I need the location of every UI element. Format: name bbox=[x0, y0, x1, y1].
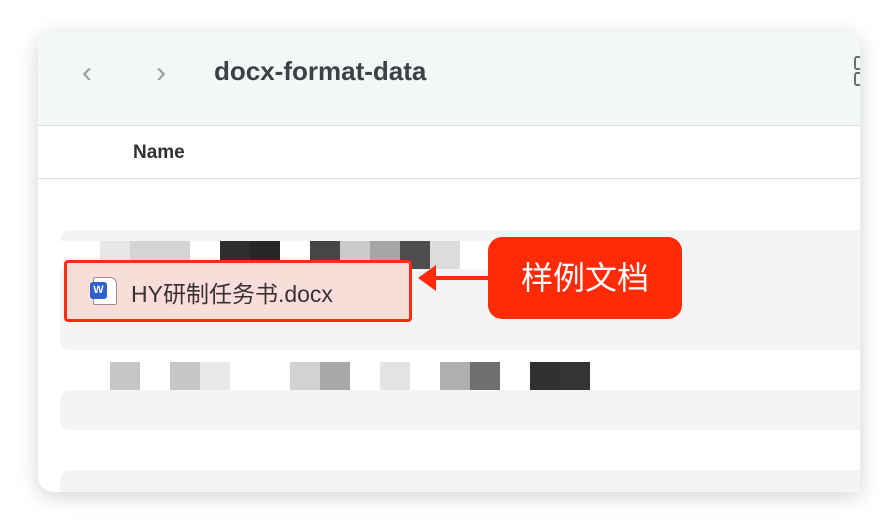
toolbar: ‹ › docx-format-data bbox=[38, 32, 860, 126]
word-document-icon: W bbox=[90, 277, 117, 305]
annotation-arrow bbox=[432, 276, 490, 280]
arrow-head-icon bbox=[418, 265, 436, 291]
redaction-block bbox=[260, 362, 290, 390]
word-letter: W bbox=[90, 282, 107, 299]
file-name: HY研制任务书.docx bbox=[131, 281, 333, 307]
redaction-block bbox=[430, 241, 460, 269]
redaction-block bbox=[290, 362, 320, 390]
redaction-block bbox=[440, 362, 470, 390]
column-name-header[interactable]: Name bbox=[133, 142, 185, 163]
redaction-block bbox=[110, 362, 140, 390]
file-row-selected[interactable]: W HY研制任务书.docx bbox=[64, 260, 412, 322]
redacted-filename bbox=[80, 362, 620, 390]
column-header: Name bbox=[38, 126, 860, 179]
row-stripe bbox=[60, 470, 860, 492]
row-stripe bbox=[60, 390, 860, 430]
redaction-block bbox=[320, 362, 350, 390]
redaction-block bbox=[140, 362, 170, 390]
redaction-block bbox=[500, 362, 530, 390]
finder-window: ‹ › docx-format-data Name W HY研制任务书.docx bbox=[38, 32, 860, 492]
redaction-block bbox=[200, 362, 230, 390]
redaction-block bbox=[530, 362, 560, 390]
redaction-block bbox=[170, 362, 200, 390]
folder-title: docx-format-data bbox=[214, 56, 427, 86]
annotation-callout: 样例文档 bbox=[488, 237, 682, 319]
back-button[interactable]: ‹ bbox=[82, 56, 92, 89]
forward-button[interactable]: › bbox=[156, 56, 166, 89]
redaction-block bbox=[410, 362, 440, 390]
redaction-block bbox=[230, 362, 260, 390]
redaction-block bbox=[560, 362, 590, 390]
redaction-block bbox=[470, 362, 500, 390]
grid-view-icon[interactable] bbox=[854, 56, 860, 86]
redaction-block bbox=[380, 362, 410, 390]
redaction-block bbox=[350, 362, 380, 390]
